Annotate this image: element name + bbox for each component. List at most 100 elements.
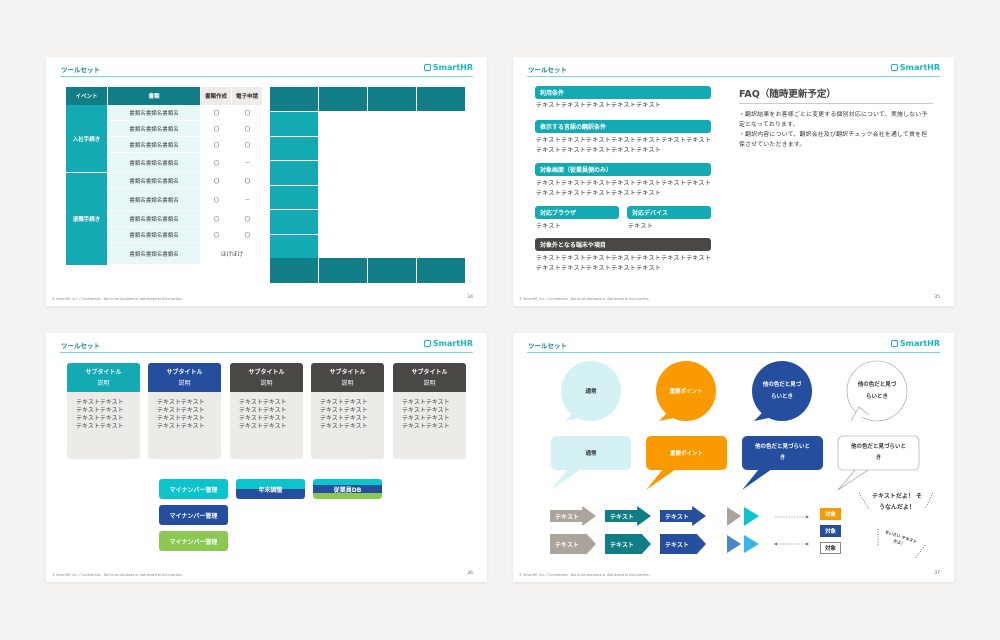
card-desc: 説明 bbox=[178, 379, 191, 387]
create-cell: 〇 bbox=[213, 232, 220, 239]
rect-bubble-outline-text: 他の色だと見づらいとき bbox=[850, 444, 906, 461]
footer: © SmartHR, Inc. / Confidential - Not to … bbox=[52, 573, 183, 577]
card-header: サブタイトル説明 bbox=[393, 363, 466, 392]
target-tag-blue: 対象 bbox=[820, 525, 841, 537]
rect-bubble-important-text: 重要ポイント bbox=[669, 451, 703, 457]
card-body: テキストテキスト テキストテキスト テキストテキスト テキストテキスト bbox=[320, 399, 368, 430]
round-bubble-outline-text: 他の色だと見づらいとき bbox=[857, 382, 897, 400]
create-cell: 〇 bbox=[213, 178, 220, 185]
logo-icon bbox=[423, 340, 431, 347]
document-name-cell: 書類名書類名書類名 bbox=[108, 121, 200, 136]
my-number-button-cyan[interactable]: マイナンバー管理 bbox=[159, 479, 228, 499]
section-header: 対応ブラウザ bbox=[535, 206, 619, 219]
page-number: 37 bbox=[934, 571, 940, 576]
divider bbox=[527, 352, 940, 353]
my-number-button-green[interactable]: マイナンバー管理 bbox=[159, 531, 228, 551]
card-body: テキストテキスト テキストテキスト テキストテキスト テキストテキスト bbox=[239, 399, 287, 430]
section-header: 利用条件 bbox=[535, 86, 711, 99]
subtitle-card: サブタイトル説明テキストテキスト テキストテキスト テキストテキスト テキストテ… bbox=[67, 363, 140, 459]
faq-item: ・翻訳結果をお客様ごとに変更する個別対応について、実施しない予定となっております… bbox=[739, 112, 928, 128]
rect-bubble-blue bbox=[742, 436, 823, 490]
section-text: テキストテキストテキストテキストテキストテキストテキストテキストテキストテキスト… bbox=[536, 137, 712, 154]
arrow-label: テキスト bbox=[605, 506, 651, 526]
logo-icon bbox=[423, 64, 431, 71]
page-number: 35 bbox=[934, 295, 940, 300]
section-text: テキスト bbox=[628, 223, 654, 230]
employee-db-button[interactable]: 従業員DB bbox=[313, 479, 382, 499]
grid-side-cell bbox=[270, 210, 318, 234]
exclaim-text: テキストだよ！ そうなんだよ！ bbox=[872, 493, 922, 511]
grid-footer-cell bbox=[368, 258, 416, 283]
section-text: テキストテキストテキストテキストテキスト bbox=[536, 102, 662, 109]
arrow-label: テキスト bbox=[550, 506, 596, 526]
section-text: テキストテキストテキストテキストテキストテキストテキストテキストテキストテキスト… bbox=[536, 180, 712, 197]
arrow-label: テキスト bbox=[605, 534, 651, 554]
year-end-adjustment-button[interactable]: 年末調整 bbox=[236, 479, 305, 499]
round-bubble-normal-text: 通常 bbox=[585, 389, 597, 395]
rect-bubble-normal bbox=[551, 436, 631, 490]
faq-title: FAQ（随時更新予定） bbox=[739, 89, 836, 100]
card-title: サブタイトル bbox=[248, 368, 285, 376]
merged-cell: ほげほげ bbox=[220, 251, 243, 258]
card-body: テキストテキスト テキストテキスト テキストテキスト テキストテキスト bbox=[76, 399, 124, 430]
apply-cell: 〇 bbox=[244, 142, 251, 149]
card-header: サブタイトル説明 bbox=[67, 363, 140, 392]
footer: © SmartHR, Inc. / Confidential - Not to … bbox=[52, 297, 183, 301]
create-cell: 〇 bbox=[213, 197, 220, 204]
section-title: ツールセット bbox=[61, 66, 100, 74]
my-number-button-blue[interactable]: マイナンバー管理 bbox=[159, 505, 228, 525]
footer: © SmartHR, Inc. / Confidential - Not to … bbox=[519, 573, 650, 577]
apply-cell: 〇 bbox=[244, 110, 251, 117]
smarthr-logo: SmartHR bbox=[423, 339, 473, 348]
round-bubble-important-text: 重要ポイント bbox=[669, 389, 703, 395]
apply-cell: － bbox=[244, 160, 251, 167]
card-body: テキストテキスト テキストテキスト テキストテキスト テキストテキスト bbox=[157, 399, 205, 430]
round-bubble-blue-text: 他の色だと見づらいとき bbox=[762, 382, 802, 400]
apply-cell: 〇 bbox=[244, 232, 251, 239]
create-cell: 〇 bbox=[213, 110, 220, 117]
logo-icon bbox=[890, 340, 898, 347]
section-header: 対象外となる端末や項目 bbox=[535, 238, 711, 251]
apply-cell: 〇 bbox=[244, 178, 251, 185]
apply-cell: 〇 bbox=[244, 126, 251, 133]
round-bubble-important bbox=[656, 361, 716, 421]
document-name-cell: 書類名書類名書類名 bbox=[108, 173, 200, 188]
play-triangles bbox=[727, 507, 759, 553]
section-header: 対応デバイス bbox=[627, 206, 711, 219]
table-header: イベント bbox=[66, 87, 107, 105]
section-text: テキスト bbox=[536, 223, 562, 230]
slide-36: ツールセット SmartHR サブタイトル説明テキストテキスト テキストテキスト… bbox=[46, 333, 487, 582]
create-cell: 〇 bbox=[213, 216, 220, 223]
smarthr-logo: SmartHR bbox=[890, 339, 940, 348]
grid-side-cell bbox=[270, 112, 318, 136]
subtitle-card: サブタイトル説明テキストテキスト テキストテキスト テキストテキスト テキストテ… bbox=[311, 363, 384, 459]
grid-header-cell bbox=[417, 87, 465, 111]
section-title: ツールセット bbox=[61, 342, 100, 350]
grid-footer-cell bbox=[319, 258, 367, 283]
target-tag-outline: 対象 bbox=[820, 542, 841, 554]
apply-cell: － bbox=[244, 197, 251, 204]
section-header: 対象画面（従業員側のみ） bbox=[535, 163, 711, 176]
document-name-cell: 書類名書類名書類名 bbox=[108, 153, 200, 172]
grid-side-cell bbox=[270, 234, 318, 258]
group-cell: 入社手続き bbox=[66, 105, 107, 172]
document-name-cell: 書類名書類名書類名 bbox=[108, 137, 200, 152]
card-header: サブタイトル説明 bbox=[230, 363, 303, 392]
card-desc: 説明 bbox=[97, 379, 110, 387]
create-cell: 〇 bbox=[213, 142, 220, 149]
document-name-cell: 書類名書類名書類名 bbox=[108, 189, 200, 210]
divider bbox=[60, 76, 473, 77]
divider bbox=[60, 352, 473, 353]
card-title: サブタイトル bbox=[411, 368, 448, 376]
section-title: ツールセット bbox=[528, 342, 567, 350]
rect-bubble-blue-text: 他の色だと見づらいとき bbox=[754, 444, 810, 461]
round-bubble-normal bbox=[561, 361, 621, 421]
sparkle-lines bbox=[858, 492, 934, 560]
document-name-cell: 書類名書類名書類名 bbox=[108, 105, 200, 120]
divider bbox=[527, 76, 940, 77]
document-name-cell: 書類名書類名書類名 bbox=[108, 211, 200, 226]
faq-divider bbox=[739, 103, 933, 104]
table-header: 書類作成 bbox=[201, 87, 231, 105]
round-bubble-blue bbox=[752, 361, 812, 421]
card-title: サブタイトル bbox=[329, 368, 366, 376]
